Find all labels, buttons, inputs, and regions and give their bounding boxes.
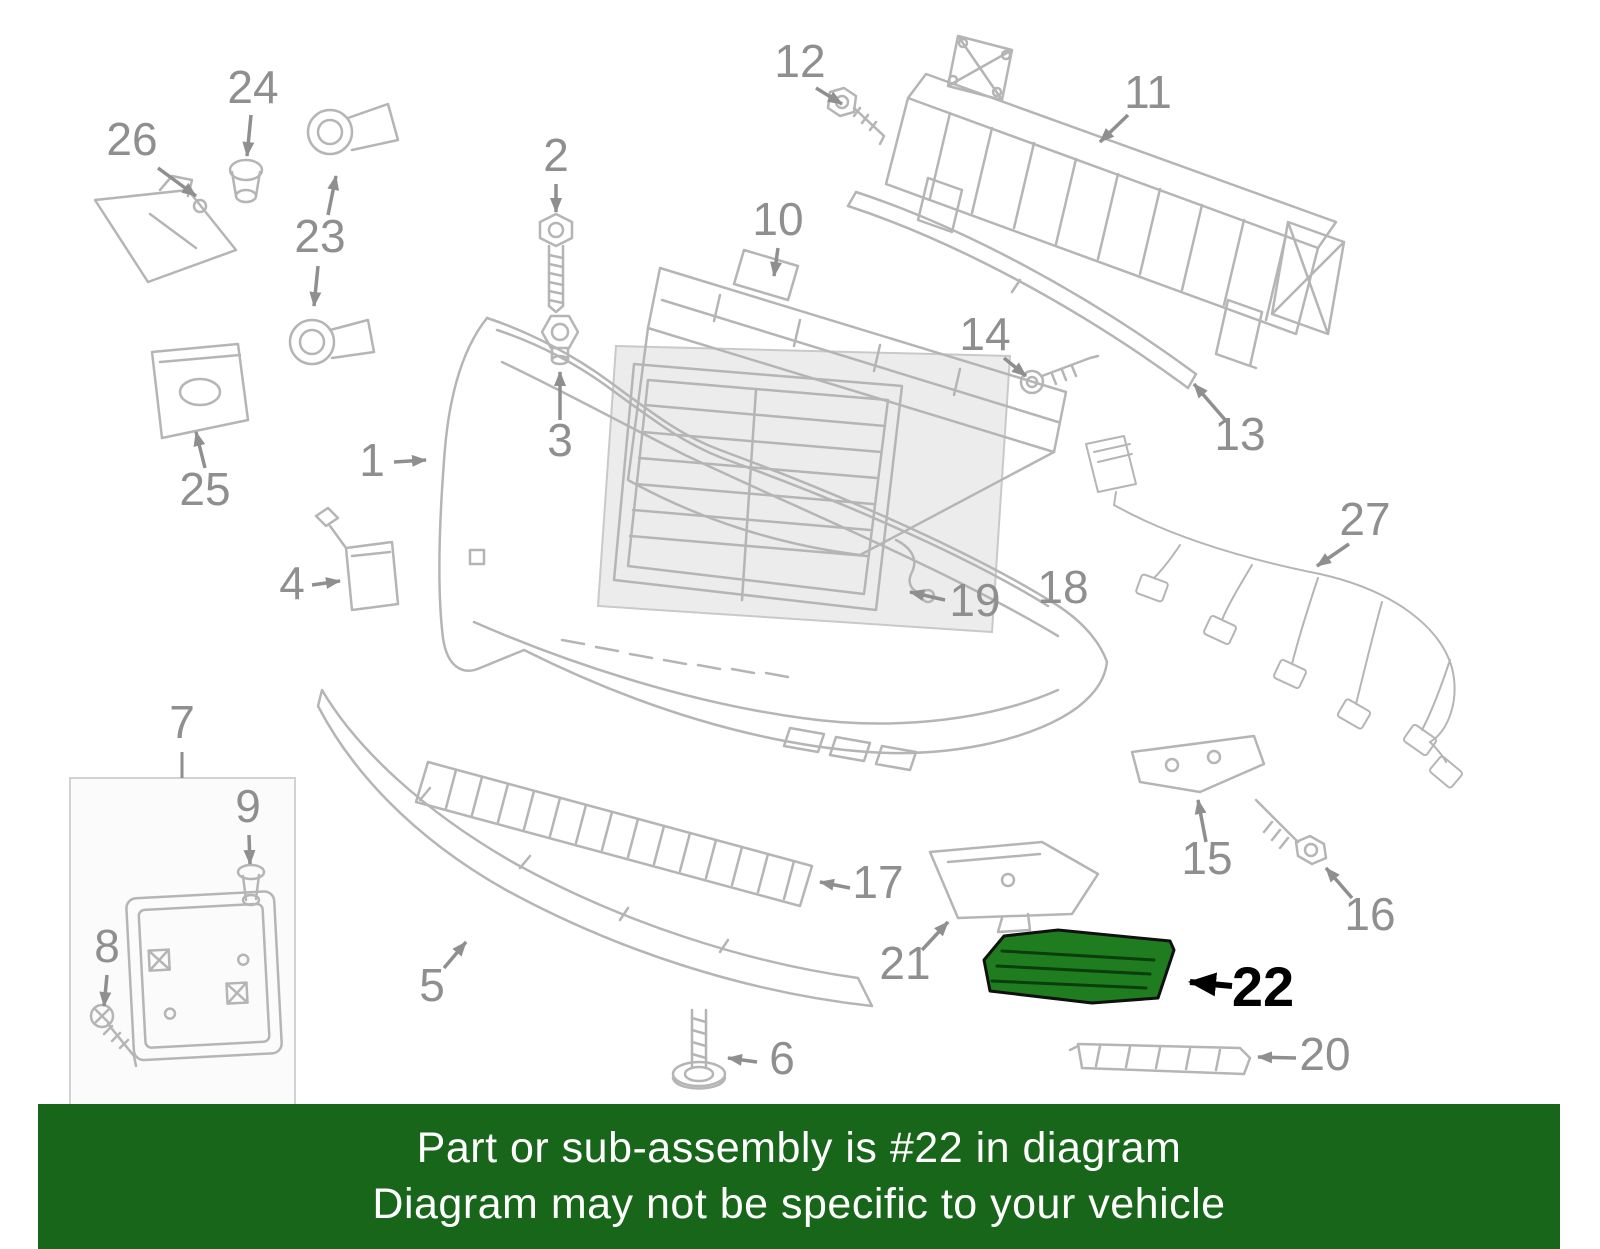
part-number-10: 10 <box>752 193 803 245</box>
part-22-highlighted-cover <box>982 928 1176 1005</box>
part-number-20: 20 <box>1299 1028 1350 1080</box>
part-7-license-plate-bracket <box>125 890 283 1062</box>
arrow-to-part-23-lower <box>309 265 322 307</box>
arrow-to-part-19 <box>909 589 946 602</box>
arrow-to-part-11 <box>1098 113 1130 144</box>
part-number-22-highlighted: 22 <box>1232 955 1294 1018</box>
part-number-16: 16 <box>1344 888 1395 940</box>
part-14-bolt <box>1019 354 1100 395</box>
arrow-to-part-1 <box>393 454 427 467</box>
part-6-bolt <box>671 1008 727 1090</box>
arrow-to-part-26 <box>156 166 198 198</box>
part-number-12: 12 <box>774 35 825 87</box>
part-number-13: 13 <box>1214 408 1265 460</box>
part-21-bracket <box>928 840 1100 934</box>
part-number-11: 11 <box>1124 66 1172 118</box>
arrow-to-part-5 <box>442 940 468 970</box>
part-number-23: 23 <box>294 210 345 262</box>
arrow-to-part-16 <box>1324 866 1354 900</box>
arrow-to-part-25 <box>193 431 207 469</box>
part-number-25: 25 <box>179 463 230 515</box>
arrow-to-part-21 <box>920 920 950 952</box>
highlight-note-banner: Part or sub-assembly is #22 in diagram D… <box>38 1104 1560 1249</box>
arrow-to-part-9 <box>243 834 256 865</box>
part-number-14: 14 <box>959 308 1010 360</box>
part-number-4: 4 <box>279 557 305 609</box>
part-19-grille-shutter <box>612 362 936 612</box>
part-23-sensor-upper <box>306 102 400 156</box>
part-number-3: 3 <box>547 414 573 466</box>
arrow-to-part-17 <box>819 878 851 891</box>
part-number-7: 7 <box>169 696 195 748</box>
arrow-to-part-23-upper <box>326 175 340 216</box>
leader-arrows <box>99 86 1354 1066</box>
part-number-24: 24 <box>227 61 278 113</box>
part-20-strip <box>1068 1042 1252 1076</box>
part-13-retainer-strip <box>846 190 1198 390</box>
part-23-sensor-lower <box>288 318 376 366</box>
part-4-clip-bracket <box>314 506 400 612</box>
arrow-to-part-13 <box>1192 382 1229 424</box>
part-2-bolt <box>538 212 574 314</box>
part-12-bolt <box>826 86 886 146</box>
part-number-9: 9 <box>235 780 261 832</box>
part-22-body <box>982 928 1176 1005</box>
part-7-group-box <box>69 777 296 1106</box>
part-17-lower-grille-strip <box>414 760 814 908</box>
arrow-to-part-27 <box>1316 542 1350 568</box>
part-number-17: 17 <box>852 856 903 908</box>
part-number-18: 18 <box>1037 561 1088 613</box>
part-24-grommet <box>228 158 264 204</box>
part-number-19: 19 <box>949 574 1000 626</box>
part-number-5: 5 <box>419 959 445 1011</box>
part-number-21: 21 <box>879 937 930 989</box>
arrow-to-part-22 <box>1188 972 1233 997</box>
arrow-to-part-6 <box>727 1053 758 1066</box>
part-5-lower-spoiler <box>316 688 874 1008</box>
part-25-bracket-plate <box>150 342 250 440</box>
part-number-8: 8 <box>94 920 120 972</box>
part-27-wiring-harness <box>1085 435 1463 789</box>
part-15-bracket <box>1130 734 1266 794</box>
arrow-to-part-10 <box>770 247 782 277</box>
arrow-to-part-24 <box>242 114 255 157</box>
part-number-2: 2 <box>543 129 569 181</box>
part-number-1: 1 <box>359 434 385 486</box>
arrow-to-part-20 <box>1257 1051 1297 1064</box>
arrow-to-part-8 <box>99 974 112 1007</box>
banner-line-2: Diagram may not be specific to your vehi… <box>372 1179 1226 1228</box>
part-number-27: 27 <box>1339 493 1390 545</box>
part-number-labels: 1 2 3 4 5 6 7 8 9 10 11 12 13 14 15 16 1… <box>94 35 1395 1084</box>
banner-line-1: Part or sub-assembly is #22 in diagram <box>416 1123 1182 1172</box>
part-number-6: 6 <box>769 1032 795 1084</box>
part-16-bolt <box>1254 798 1328 866</box>
part-number-15: 15 <box>1181 832 1232 884</box>
part-11-impact-bar <box>884 34 1346 370</box>
part-10-energy-absorber <box>626 248 1068 557</box>
arrow-to-part-15 <box>1194 799 1208 843</box>
arrow-to-part-12 <box>815 86 843 106</box>
part-26-bracket <box>93 174 238 284</box>
part-number-26: 26 <box>106 113 157 165</box>
arrow-to-part-4 <box>311 577 341 589</box>
arrow-to-part-14 <box>1002 356 1028 378</box>
